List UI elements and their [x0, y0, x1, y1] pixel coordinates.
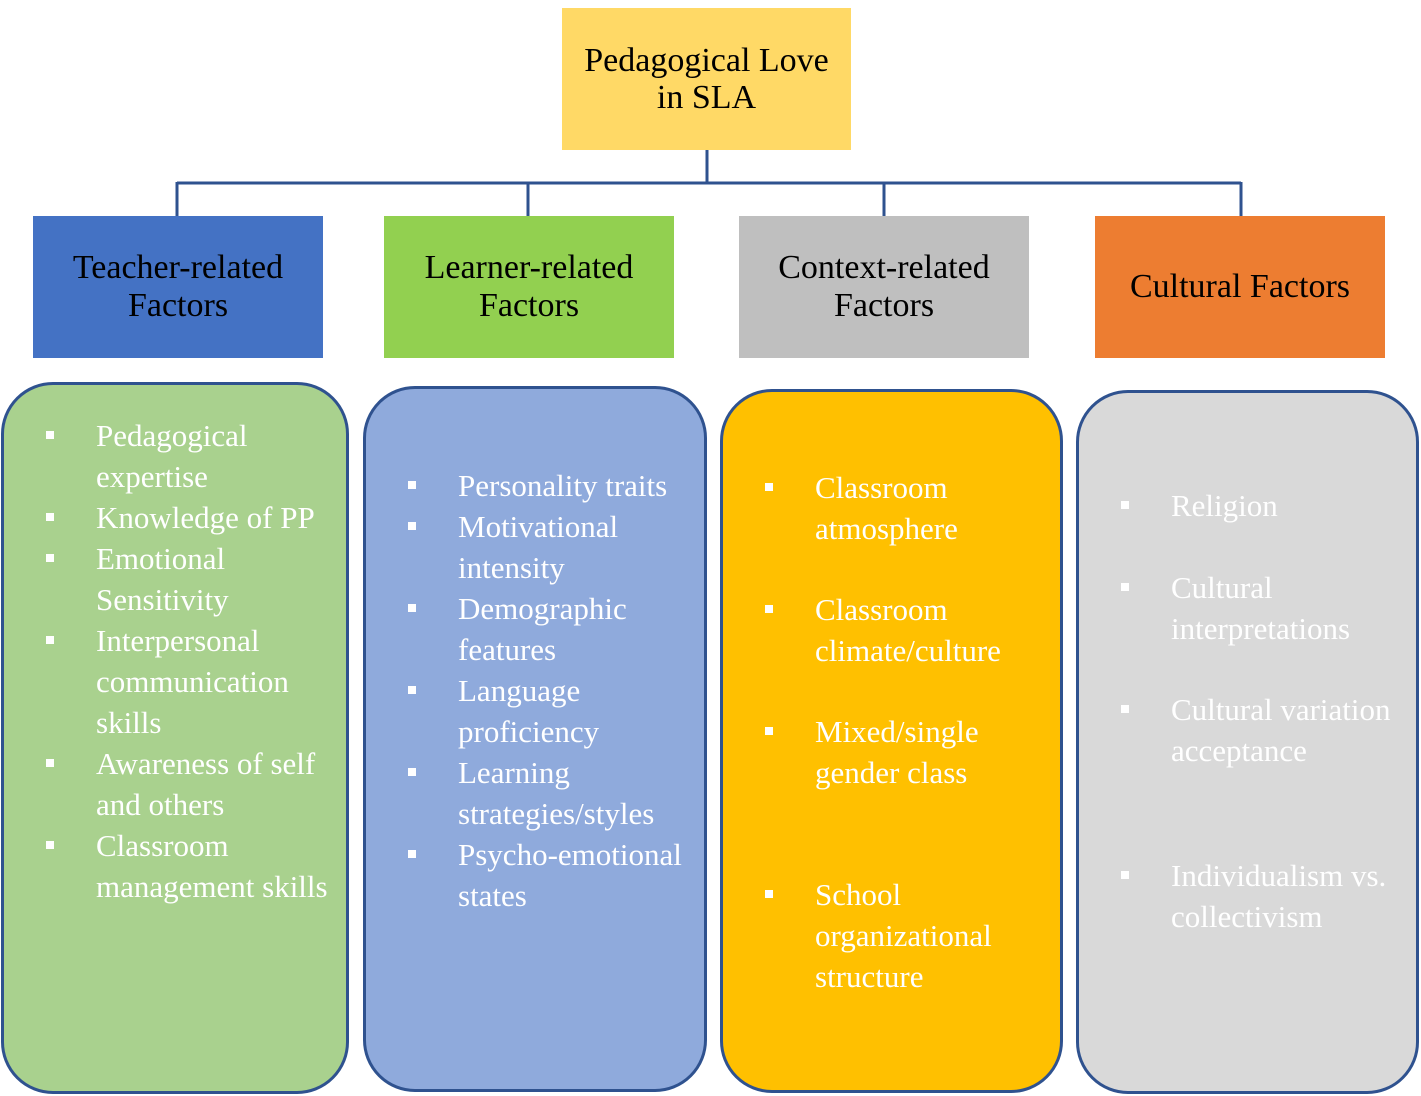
- header-learner: Learner-related Factors: [384, 216, 674, 358]
- header-context: Context-related Factors: [739, 216, 1029, 358]
- header-teacher-label: Teacher-related Factors: [72, 249, 284, 324]
- list-item: Learning strategies/styles: [408, 752, 703, 834]
- header-context-label: Context-related Factors: [778, 249, 990, 324]
- list-item: Classroom atmosphere: [765, 467, 1060, 549]
- list-item: Psycho-emotional states: [408, 834, 703, 916]
- bullet-icon: [765, 605, 773, 613]
- root-node: Pedagogical Love in SLA: [562, 8, 851, 150]
- panel-context: Classroom atmosphere Classroom climate/c…: [720, 389, 1063, 1093]
- list-item: Language proficiency: [408, 670, 703, 752]
- bullet-icon: [46, 513, 54, 521]
- bullet-icon: [1121, 871, 1129, 879]
- panel-cultural: Religion Cultural interpretations Cultur…: [1076, 390, 1419, 1094]
- bullet-icon: [1121, 501, 1129, 509]
- list-item: Cultural interpretations: [1121, 567, 1411, 649]
- bullet-icon: [408, 604, 416, 612]
- list-item: Cultural variation acceptance: [1121, 689, 1411, 771]
- list-cultural: Religion Cultural interpretations Cultur…: [1121, 485, 1411, 937]
- bullet-icon: [408, 481, 416, 489]
- list-item: Classroom management skills: [46, 825, 341, 907]
- bullet-icon: [765, 727, 773, 735]
- list-item: Individualism vs. collectivism: [1121, 855, 1411, 937]
- bullet-icon: [408, 686, 416, 694]
- list-item: Religion: [1121, 485, 1411, 526]
- bullet-icon: [765, 483, 773, 491]
- root-label: Pedagogical Love in SLA: [584, 42, 829, 116]
- bullet-icon: [408, 850, 416, 858]
- header-learner-label: Learner-related Factors: [424, 249, 634, 324]
- bullet-icon: [46, 431, 54, 439]
- list-item: Motivational intensity: [408, 506, 703, 588]
- header-cultural-label: Cultural Factors: [1129, 268, 1351, 305]
- bullet-icon: [408, 768, 416, 776]
- list-item: Mixed/single gender class: [765, 711, 1060, 793]
- panel-learner: Personality traits Motivational intensit…: [363, 386, 707, 1092]
- bullet-icon: [408, 522, 416, 530]
- list-context: Classroom atmosphere Classroom climate/c…: [765, 467, 1060, 997]
- panel-teacher: Pedagogical expertise Knowledge of PP Em…: [1, 382, 349, 1094]
- list-item: Awareness of self and others: [46, 743, 341, 825]
- list-item: Classroom climate/culture: [765, 589, 1060, 671]
- list-item: Emotional Sensitivity: [46, 538, 341, 620]
- list-item: Personality traits: [408, 465, 703, 506]
- bullet-icon: [46, 759, 54, 767]
- list-teacher: Pedagogical expertise Knowledge of PP Em…: [46, 415, 341, 907]
- header-teacher: Teacher-related Factors: [33, 216, 323, 358]
- list-item: Demographic features: [408, 588, 703, 670]
- list-item: School organizational structure: [765, 874, 1060, 997]
- bullet-icon: [46, 636, 54, 644]
- bullet-icon: [46, 841, 54, 849]
- bullet-icon: [46, 554, 54, 562]
- bullet-icon: [1121, 705, 1129, 713]
- list-item: Knowledge of PP: [46, 497, 341, 538]
- list-learner: Personality traits Motivational intensit…: [408, 465, 703, 916]
- bullet-icon: [1121, 583, 1129, 591]
- list-item: Interpersonal communication skills: [46, 620, 341, 743]
- bullet-icon: [765, 890, 773, 898]
- list-item: Pedagogical expertise: [46, 415, 341, 497]
- header-cultural: Cultural Factors: [1095, 216, 1385, 358]
